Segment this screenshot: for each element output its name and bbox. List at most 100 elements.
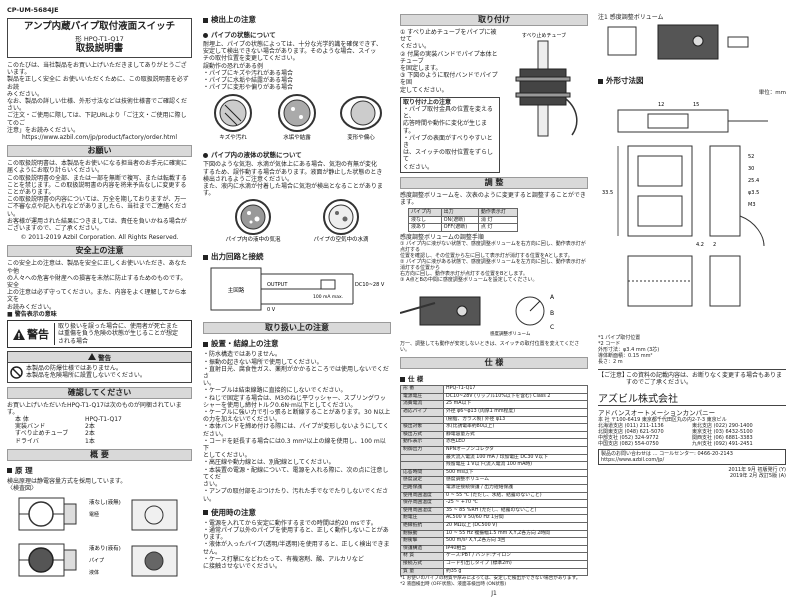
spec-heading: 仕 様 bbox=[400, 357, 588, 370]
pipe-state-line: ・パイプに変形や偏りがある場合 bbox=[203, 84, 294, 92]
pipe-state-text: パイプの状態について bbox=[211, 31, 276, 39]
stain-caption: 水垢や結露 bbox=[283, 133, 311, 141]
pipe-state-line: チの取付位置を変更してください。 bbox=[203, 55, 299, 63]
scratch-pipe-figure bbox=[214, 94, 252, 133]
spec-row: 回路保護電源逆接続保護 / 出力短絡保護 bbox=[400, 483, 588, 493]
revision-history: 2011年 9月 初版発行 (Y) 2019年 2月 改訂5版 (A) bbox=[598, 467, 786, 479]
package-item-qty: 2本 bbox=[85, 423, 95, 431]
spec-note: *2 液面検出時 (OFF状態)、液面非検出時 (ON状態) bbox=[400, 582, 507, 588]
installation-line: ・ケーブルに強い力で引っ張ると断線することがあります。30 N以上 bbox=[203, 409, 391, 417]
head-office: 本 社 〒100-6419 東京都千代田区丸の内2-7-3 東京ビル bbox=[598, 416, 727, 423]
spec-value: AC500 V 50/60 Hz 1分間 bbox=[443, 514, 588, 523]
spec-value: 水(比誘電率約80以上) bbox=[443, 423, 588, 432]
spec-value: 35 ~ 85 %RH (ただし、結露のないこと) bbox=[443, 506, 588, 516]
principle-heading: 原 理 bbox=[7, 465, 192, 476]
warning-word: 警告 bbox=[27, 328, 49, 342]
svg-text:!: ! bbox=[17, 332, 21, 340]
installation-line: ・直射日光、腐食性ガス、薬剤がかかるところでは使用しないでくださ bbox=[203, 365, 389, 381]
dimension-value: φ3.5 bbox=[748, 190, 759, 196]
anti-slip-tube-label: すべり止めチューブ bbox=[522, 32, 566, 39]
point-a-label: A bbox=[550, 294, 555, 301]
spec-row: 残留電圧 1 V以下(流入電流 100 mA時) bbox=[400, 461, 588, 470]
spec-label: 回路保護 bbox=[400, 483, 444, 493]
office-entry: 中部支社 (052) 324-9772 bbox=[598, 434, 659, 441]
order-url-link[interactable]: https://www.azbil.com/jp/product/factory… bbox=[21, 134, 178, 142]
safety-line: この安全上の注意は、製品を安全に正しくお使いいただき、あなたや他 bbox=[7, 260, 187, 275]
liquid-present-diagram bbox=[18, 543, 77, 577]
dimension-drawing: 12 15 33.5 52 30 25.4 4.2 2 φ3.5 M3 bbox=[602, 102, 768, 307]
installation-line: さい。 bbox=[203, 481, 222, 489]
mounting-step: ください。 bbox=[400, 43, 431, 51]
spec-value: コード引出しタイプ (標準2m) bbox=[443, 559, 588, 569]
unit-label: 単位：mm bbox=[758, 90, 786, 97]
adjust-step: 右方向に回し、動作表示灯が点灯する位置をBとします。 bbox=[400, 271, 528, 278]
usage-heading: 使用時の注意 bbox=[203, 507, 391, 518]
table-row: 液あり OFF(遮断) 点 灯 bbox=[408, 223, 519, 233]
droplet-caption: パイプの空気中の水滴 bbox=[313, 235, 369, 243]
adjust-step: 位置を確認し、その位置から左に回して表示灯が消灯する位置をAとします。 bbox=[400, 253, 573, 260]
legend-line: *1 パイプ取付位置 bbox=[598, 335, 641, 342]
legend-line: 外形寸法：φ3.4 mm (3芯) bbox=[598, 347, 660, 354]
usage-line: ります。 bbox=[203, 534, 227, 542]
onegai-line: この取扱説明書の内容については、万全を期しておりますが、万一 bbox=[7, 196, 187, 204]
spec-row: 適応パイプ外径 φ6~φ13 (肉厚1 mm程度) bbox=[400, 408, 588, 417]
spec-value: -25 ~ +70 ℃ bbox=[443, 499, 588, 508]
principle-text: 検出原理は静電容量方式を採用しています。 bbox=[7, 477, 127, 485]
page-number: J1 bbox=[491, 590, 497, 597]
spec-label: 耐振動 bbox=[400, 529, 444, 539]
pipe-state-line: 安定して検出できない場合があります。そのような場合、スイッ bbox=[203, 48, 377, 56]
usage-line: ・通常パイプ以外のパイプを使用すると、正しく動作しないことがあ bbox=[203, 526, 389, 534]
max-current-label: 100 mA max. bbox=[313, 294, 343, 300]
spec-value: IP40相当 bbox=[443, 544, 588, 554]
column-2: 検出上の注意 パイプの状態について 耐埋上、パイプの状態によっては、十分な光学的… bbox=[203, 6, 391, 570]
spec-value: ケース:PBT / バンド:ナイロン bbox=[443, 552, 588, 561]
no-liquid-diagram bbox=[18, 497, 77, 531]
company-url-link[interactable]: https://www.azbil.com/jp/ bbox=[601, 456, 665, 463]
liquid-present-label: 液あり(液有) bbox=[89, 544, 121, 552]
spec-value: NPNオープンコレクタ bbox=[443, 446, 588, 455]
spec-value: 残留電圧 1 V以下(流入電流 100 mA時) bbox=[443, 461, 588, 470]
usage-line: に接触させないでください。 bbox=[203, 562, 281, 570]
spec-value: 0 ~ 55 ℃ (ただし、氷結、結露のないこと) bbox=[443, 491, 588, 501]
office-entry: 北海道支店 (011) 211-1136 bbox=[598, 422, 664, 429]
table-cell: 消 灯 bbox=[477, 215, 519, 225]
spec-value: 25 mA以下 bbox=[443, 400, 588, 410]
adjustment-hand-illustration bbox=[399, 296, 481, 326]
principle-heading-text: 原 理 bbox=[15, 465, 33, 475]
overview-heading: 概 要 bbox=[7, 448, 192, 461]
onegai-line: 届くようにお取り計らいください。 bbox=[7, 167, 104, 175]
installation-line: ・振動の起きない場所で使用してください。 bbox=[203, 358, 323, 366]
explosion-warning-text: 本製品を危険場所に設置しないでください。 bbox=[26, 372, 146, 380]
volume-dial[interactable] bbox=[515, 296, 545, 326]
adjust-step: ② パイプ内に液がある状態で、感度調整ボリュームを左方向に回し、動作表示灯が消灯… bbox=[400, 259, 586, 272]
liquid-state-text: パイプ内の液体の状態について bbox=[211, 151, 302, 160]
mounting-step: 定してください。 bbox=[400, 86, 448, 94]
spec-label: 検出対象 bbox=[400, 423, 444, 432]
dimension-value: 33.5 bbox=[602, 190, 613, 196]
mounting-step: を固定します。 bbox=[400, 65, 442, 73]
installation-heading: 設置・結線上の注意 bbox=[203, 338, 391, 349]
model-line: 形 HPQ-T1-Q17 bbox=[75, 35, 124, 43]
warning-definition-box: ! 警告 取り扱いを誤った場合に、使用者が死亡また は重傷を負う危険の状態が生じ… bbox=[7, 320, 192, 349]
circuit-heading: 出力回路と接続 bbox=[203, 251, 391, 262]
spec-label: 材 質 bbox=[400, 552, 444, 561]
main-circuit-label: 主回路 bbox=[228, 286, 245, 294]
table-header-cell: パイプ内 bbox=[408, 208, 442, 217]
warning-word: 警告 bbox=[98, 354, 112, 363]
mounting-step: ① すべり止めチューブをパイプに被せて bbox=[400, 29, 497, 44]
adjust-step: ① パイプ内に液がない状態で、感度調整ボリュームを右方向に回し、動作表示灯が点灯… bbox=[400, 241, 586, 254]
table-cell: 液なし bbox=[408, 215, 442, 225]
adjust-lead: 感度調整ボリュームを、次表のように変更すると調整することができます。 bbox=[400, 191, 586, 207]
onegai-heading: お願い bbox=[7, 145, 192, 158]
liquid-label: 液体 bbox=[89, 569, 99, 576]
mounting-step: ② 付属の実装バンドでパイプ本体とチューブ bbox=[400, 50, 498, 65]
safety-line: の人々への危害や財産への損害を未然に防止するためのものです。安全 bbox=[7, 274, 187, 290]
side-view bbox=[709, 145, 765, 247]
dimension-value: 4.2 bbox=[696, 242, 704, 248]
installation-heading-text: 設置・結線上の注意 bbox=[211, 339, 279, 349]
deformed-pipe-figure bbox=[340, 96, 382, 131]
